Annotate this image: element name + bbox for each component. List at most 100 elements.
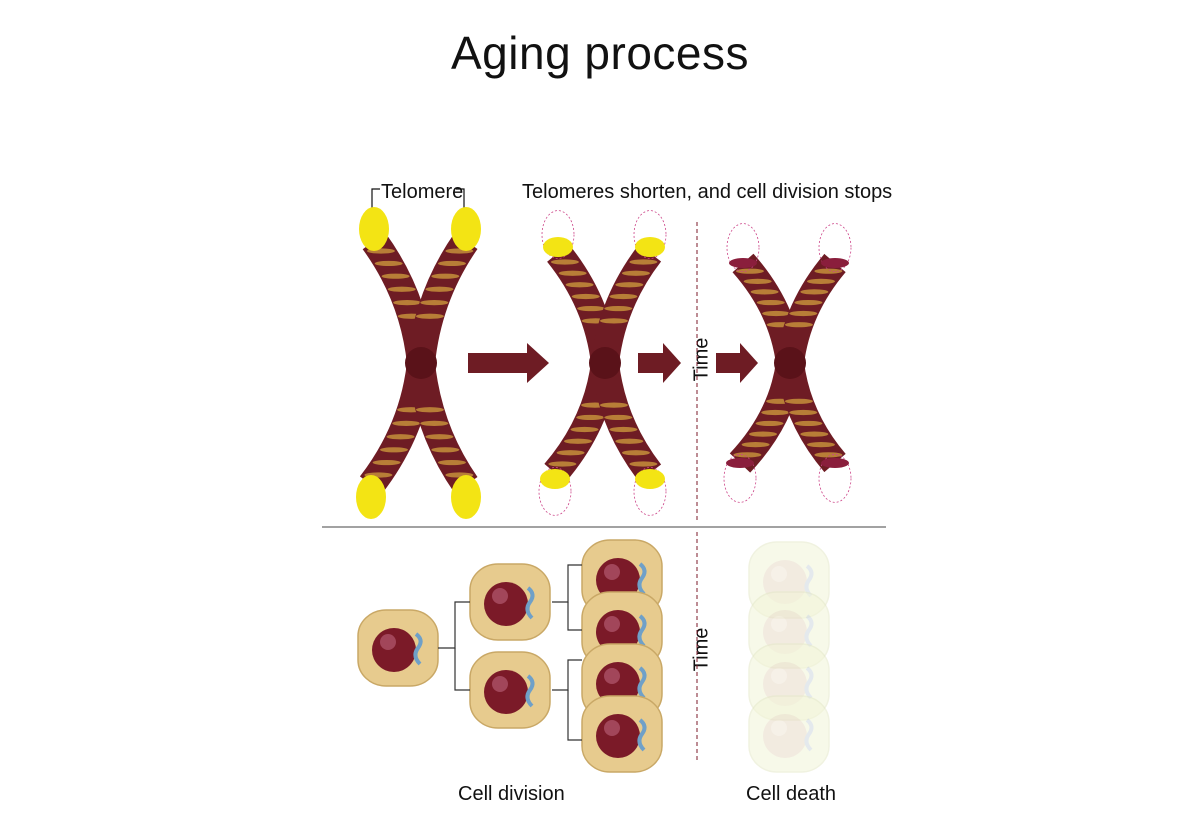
nucleus [484, 582, 528, 626]
chromatid-band [576, 414, 605, 421]
telomere-cap [451, 207, 481, 251]
organelle [413, 632, 423, 666]
chromatid-band [621, 270, 650, 276]
chromatid-band [789, 409, 818, 416]
chromatid-band [387, 286, 416, 292]
cell-division-label: Cell division [458, 783, 565, 805]
chromatid-band [814, 268, 843, 274]
chromatid-band [621, 450, 650, 456]
nucleolus [604, 668, 620, 684]
chromosome-3 [723, 223, 852, 503]
chromosome-1 [356, 207, 481, 519]
dead-cell-4 [748, 695, 830, 773]
nucleus [763, 714, 807, 758]
chromatid-band [615, 282, 644, 288]
telomere-end [821, 258, 849, 268]
telomere-end [729, 258, 757, 268]
chromatid-band [415, 313, 444, 319]
chromatid-band [756, 299, 785, 306]
chromatid-band [431, 273, 460, 279]
chromatid-band [565, 282, 594, 288]
chromatid-band [420, 300, 449, 306]
chromatid-band [577, 305, 606, 312]
telomere-cap [356, 475, 386, 519]
organelle [525, 586, 535, 620]
division-brackets [438, 564, 582, 741]
chromatid-band [743, 278, 772, 284]
arrow-1 [468, 343, 549, 383]
organelle [804, 564, 814, 598]
chromatid-band [563, 438, 592, 444]
telomere-cap [543, 237, 573, 257]
chromatid-band [437, 260, 466, 267]
cell-generation-2b [469, 651, 551, 729]
organelle [804, 666, 814, 700]
nucleolus [771, 616, 787, 632]
chromatid-band [556, 450, 585, 456]
chromatid-band [794, 420, 823, 427]
chromatid-band [609, 293, 638, 300]
telomere-outline [633, 210, 667, 260]
telomere-cap [359, 207, 389, 251]
telomere-outline [541, 210, 575, 260]
nucleus [372, 628, 416, 672]
chromatid-band [381, 273, 410, 279]
nucleolus [604, 616, 620, 632]
telomere-outline [818, 453, 852, 503]
chromatid-band [415, 407, 444, 413]
telomere-outline [726, 223, 760, 273]
organelle [804, 614, 814, 648]
centromere [774, 347, 806, 379]
nucleolus [771, 566, 787, 582]
telomere-cap [540, 469, 570, 489]
chromatid-band [372, 459, 401, 466]
chromatid-band [386, 434, 415, 440]
chromatid-band [800, 431, 829, 437]
chromatid-band [814, 452, 843, 458]
nucleolus [604, 720, 620, 736]
nucleolus [604, 564, 620, 580]
chromatid-band [604, 414, 633, 421]
organelle [804, 718, 814, 752]
chromatid-band [393, 300, 422, 306]
arrow-3 [716, 343, 758, 383]
telomeres-shorten-label: Telomeres shorten, and cell division sto… [522, 181, 893, 203]
telomere-label: Telomere [381, 181, 464, 203]
chromatid-band [750, 289, 779, 295]
nucleolus [771, 668, 787, 684]
organelle [637, 718, 647, 752]
nucleus [596, 714, 640, 758]
arrow-2 [638, 343, 681, 383]
chromatid-band [425, 286, 454, 292]
organelle [637, 614, 647, 648]
organelle [637, 562, 647, 596]
nucleolus [492, 676, 508, 692]
chromatid-band [615, 438, 644, 444]
chromatid-band [420, 420, 449, 426]
chromatid-band [431, 447, 460, 453]
telomere-cap [635, 469, 665, 489]
telomere-end [726, 458, 754, 468]
chromatid-band [570, 426, 599, 433]
chromatid-band [761, 409, 790, 416]
chromatid-band [437, 459, 466, 466]
chromatid-band [629, 461, 658, 467]
telomere-outline [723, 453, 757, 503]
telomere-cap [451, 475, 481, 519]
telomere-end [821, 458, 849, 468]
nucleolus [492, 588, 508, 604]
nucleolus [771, 720, 787, 736]
telomere-outline [818, 223, 852, 273]
page-title: Aging process [451, 27, 749, 79]
chromatid-band [748, 431, 777, 437]
chromatid-band [755, 420, 784, 427]
chromatid-band [604, 305, 633, 312]
chromatid-band [629, 259, 658, 265]
chromatid-band [599, 318, 628, 324]
chromatid-band [609, 426, 638, 433]
chromatid-band [379, 447, 408, 453]
cell-generation-3-4 [581, 695, 663, 773]
chromatid-band [733, 452, 762, 458]
chromatid-band [741, 442, 770, 448]
